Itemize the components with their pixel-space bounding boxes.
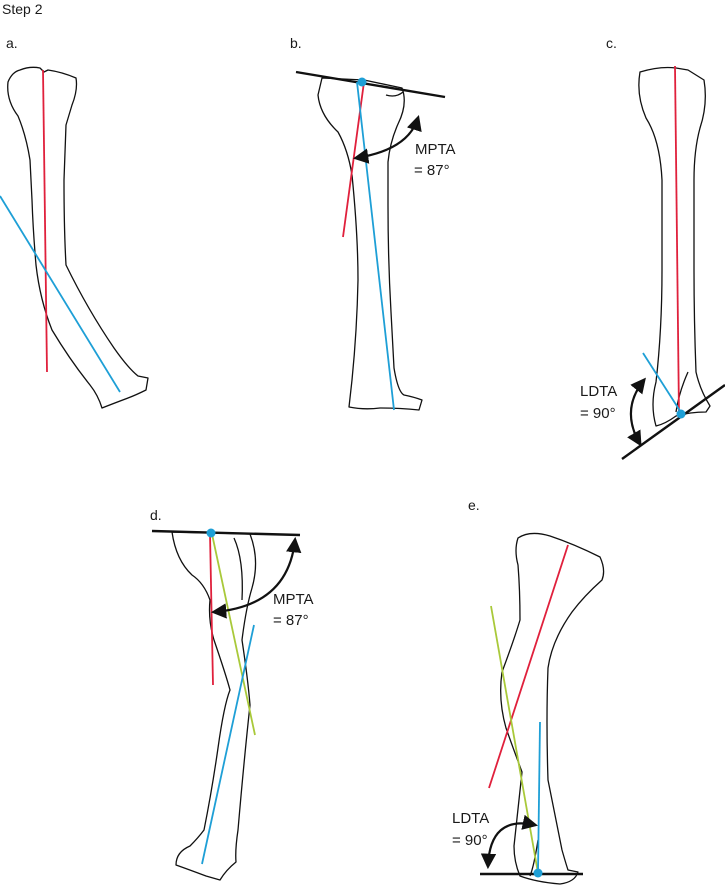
panel-c-angle-arc — [627, 377, 646, 447]
panel-d-mechanical-axis — [209, 533, 214, 686]
panel-a-label: a. — [6, 35, 18, 51]
panel-c-joint-point — [676, 409, 686, 419]
panel-a-segment-axis — [0, 195, 121, 393]
panel-d-angle-name: MPTA — [273, 591, 314, 608]
panel-e-label: e. — [468, 497, 480, 513]
panel-c-fibula-outline — [675, 371, 689, 413]
panel-e-tibia-outline — [500, 532, 605, 885]
panel-b: b. MPTA = 87° — [290, 35, 456, 411]
panel-e-angle-value: = 90° — [452, 832, 488, 849]
panel-b-mechanical-axis — [342, 81, 365, 238]
panel-d-tibia-outline — [171, 531, 257, 881]
panel-a: a. — [0, 35, 149, 409]
panel-b-angle-value: = 87° — [414, 162, 450, 179]
panel-b-angle-arc — [352, 115, 422, 164]
panel-b-plateau-reference-line — [295, 70, 446, 99]
panel-c-tibia-outline — [638, 66, 711, 427]
figure-title: Step 2 — [2, 1, 43, 17]
panel-d-distal-axis — [201, 624, 255, 865]
panel-b-fibula-outline — [385, 91, 404, 97]
panel-d-label: d. — [150, 507, 162, 523]
panel-c-segment-axis — [642, 352, 683, 415]
panel-d-fibula-outline — [233, 537, 243, 601]
panel-e-mechanical-axis — [488, 544, 569, 789]
panel-c-plafond-reference-line — [621, 384, 725, 460]
panel-e-distal-axis — [537, 721, 541, 874]
panel-c: c. LDTA = 90° — [580, 35, 725, 460]
panel-b-joint-point — [357, 77, 367, 87]
panel-d-proximal-axis — [211, 533, 256, 736]
panel-e-angle-arc — [480, 814, 539, 870]
panel-d-angle-arc — [210, 536, 302, 619]
panel-e-joint-point — [533, 868, 543, 878]
panel-c-label: c. — [606, 35, 617, 51]
panel-b-tibia-outline — [317, 77, 423, 411]
panel-d: d. MPTA = 87° — [150, 507, 314, 881]
panel-d-joint-point — [206, 528, 216, 538]
panel-b-label: b. — [290, 35, 302, 51]
panel-c-mechanical-axis — [674, 65, 680, 417]
panel-e: e. LDTA = 90° — [452, 497, 605, 885]
panel-e-angle-name: LDTA — [452, 810, 489, 827]
panel-d-angle-value: = 87° — [273, 612, 309, 629]
panel-a-tibia-outline — [7, 66, 149, 409]
panel-c-angle-value: = 90° — [580, 405, 616, 422]
panel-c-angle-name: LDTA — [580, 383, 617, 400]
panel-d-plateau-reference-line — [151, 529, 301, 537]
panel-a-mechanical-axis — [42, 69, 48, 373]
panel-b-angle-name: MPTA — [415, 141, 456, 158]
